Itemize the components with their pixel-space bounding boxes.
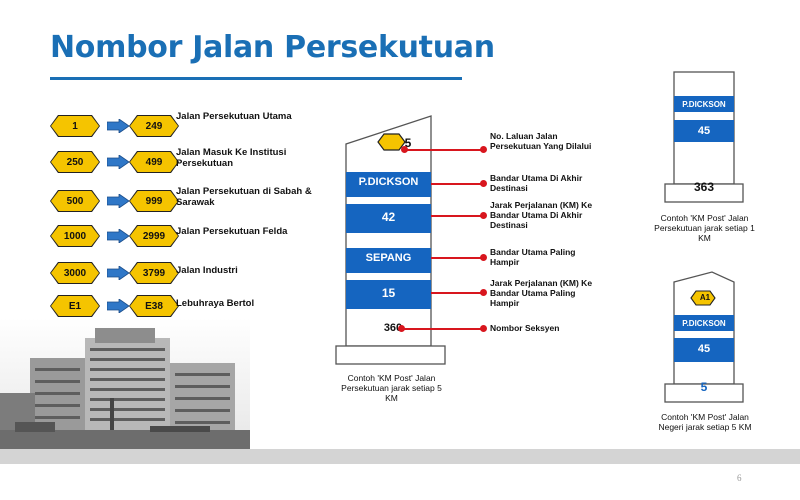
range-label: Jalan Industri [176,265,238,276]
callout-line [431,215,483,217]
arrow-right-icon [107,119,129,133]
callout-label: Jarak Perjalanan (KM) Ke Bandar Utama Pa… [490,278,593,308]
distance-main: 42 [381,210,396,224]
callout-dot [480,146,487,153]
range-label: Lebuhraya Bertol [176,298,255,309]
distance-state: 45 [697,343,711,355]
distance-1km: 45 [697,125,711,137]
title-underline [50,77,462,80]
arrow-right-icon [107,194,129,208]
arrow-right-icon [107,155,129,169]
range-start-hex: 3000 [51,263,99,283]
callout-label: Bandar Utama Di Akhir Destinasi [490,173,583,193]
arrow-right-icon [107,299,129,313]
callout-line [431,183,483,185]
range-row: E1 E38 Lebuhraya Bertol [50,295,300,319]
range-end-hex: 3799 [130,263,178,283]
callout-label: No. Laluan Jalan Persekutuan Yang Dilalu… [490,131,592,151]
callout-dot [480,289,487,296]
range-label: Jalan Persekutuan Felda [176,226,288,237]
destination-1km: P.DICKSON [682,100,726,109]
destination-main: P.DICKSON [358,176,419,188]
arrow-right-icon [107,229,129,243]
km-post-federal-5km [335,115,446,365]
range-row: 1 249 Jalan Persekutuan Utama [50,111,300,139]
range-start-hex: 500 [51,191,99,211]
range-label: Jalan Masuk Ke Institusi Persekutuan [176,147,287,169]
range-label: Jalan Persekutuan di Sabah & Sarawak [176,186,312,208]
destination-state: P.DICKSON [682,319,726,328]
page-number: 6 [737,473,742,483]
caption-main-post: Contoh 'KM Post' Jalan Persekutuan jarak… [341,373,442,403]
slide-title: Nombor Jalan Persekutuan [50,30,495,65]
range-end-hex: 999 [130,191,178,211]
callout-dot [480,180,487,187]
office-building-image [0,318,250,450]
range-start-hex: 1000 [51,226,99,246]
km-post-state-5km [664,271,744,403]
range-end-hex: 2999 [130,226,178,246]
caption-1km-post: Contoh 'KM Post' Jalan Persekutuan jarak… [654,213,755,243]
caption-state-post: Contoh 'KM Post' Jalan Negeri jarak seti… [658,412,752,432]
state-route-number: A1 [699,293,711,302]
range-start-hex: 1 [51,116,99,136]
distance-nearest: 15 [381,286,396,300]
km-post-federal-1km [664,71,744,203]
range-row: 250 499 Jalan Masuk Ke Institusi Perseku… [50,147,300,175]
section-number: 360 [383,322,403,334]
callout-line [401,328,483,330]
callout-dot [480,212,487,219]
route-number: 5 [404,136,412,150]
callout-label: Nombor Seksyen [490,323,560,333]
callout-line [404,149,483,151]
section-1km: 363 [693,180,715,194]
range-row: 1000 2999 Jalan Persekutuan Felda [50,225,300,249]
range-end-hex: 499 [130,152,178,172]
destination-nearest: SEPANG [365,252,412,264]
arrow-right-icon [107,266,129,280]
callout-dot [480,254,487,261]
range-end-hex: E38 [130,296,178,316]
callout-dot [480,325,487,332]
footer-band [0,449,800,464]
range-start-hex: 250 [51,152,99,172]
section-state: 5 [700,380,708,394]
range-end-hex: 249 [130,116,178,136]
callout-line [431,257,483,259]
callout-label: Jarak Perjalanan (KM) Ke Bandar Utama Di… [490,200,593,230]
range-row: 3000 3799 Jalan Industri [50,262,300,286]
range-start-hex: E1 [51,296,99,316]
range-row: 500 999 Jalan Persekutuan di Sabah & Sar… [50,186,312,214]
range-label: Jalan Persekutuan Utama [176,111,292,122]
callout-label: Bandar Utama Paling Hampir [490,247,576,267]
callout-line [431,292,483,294]
